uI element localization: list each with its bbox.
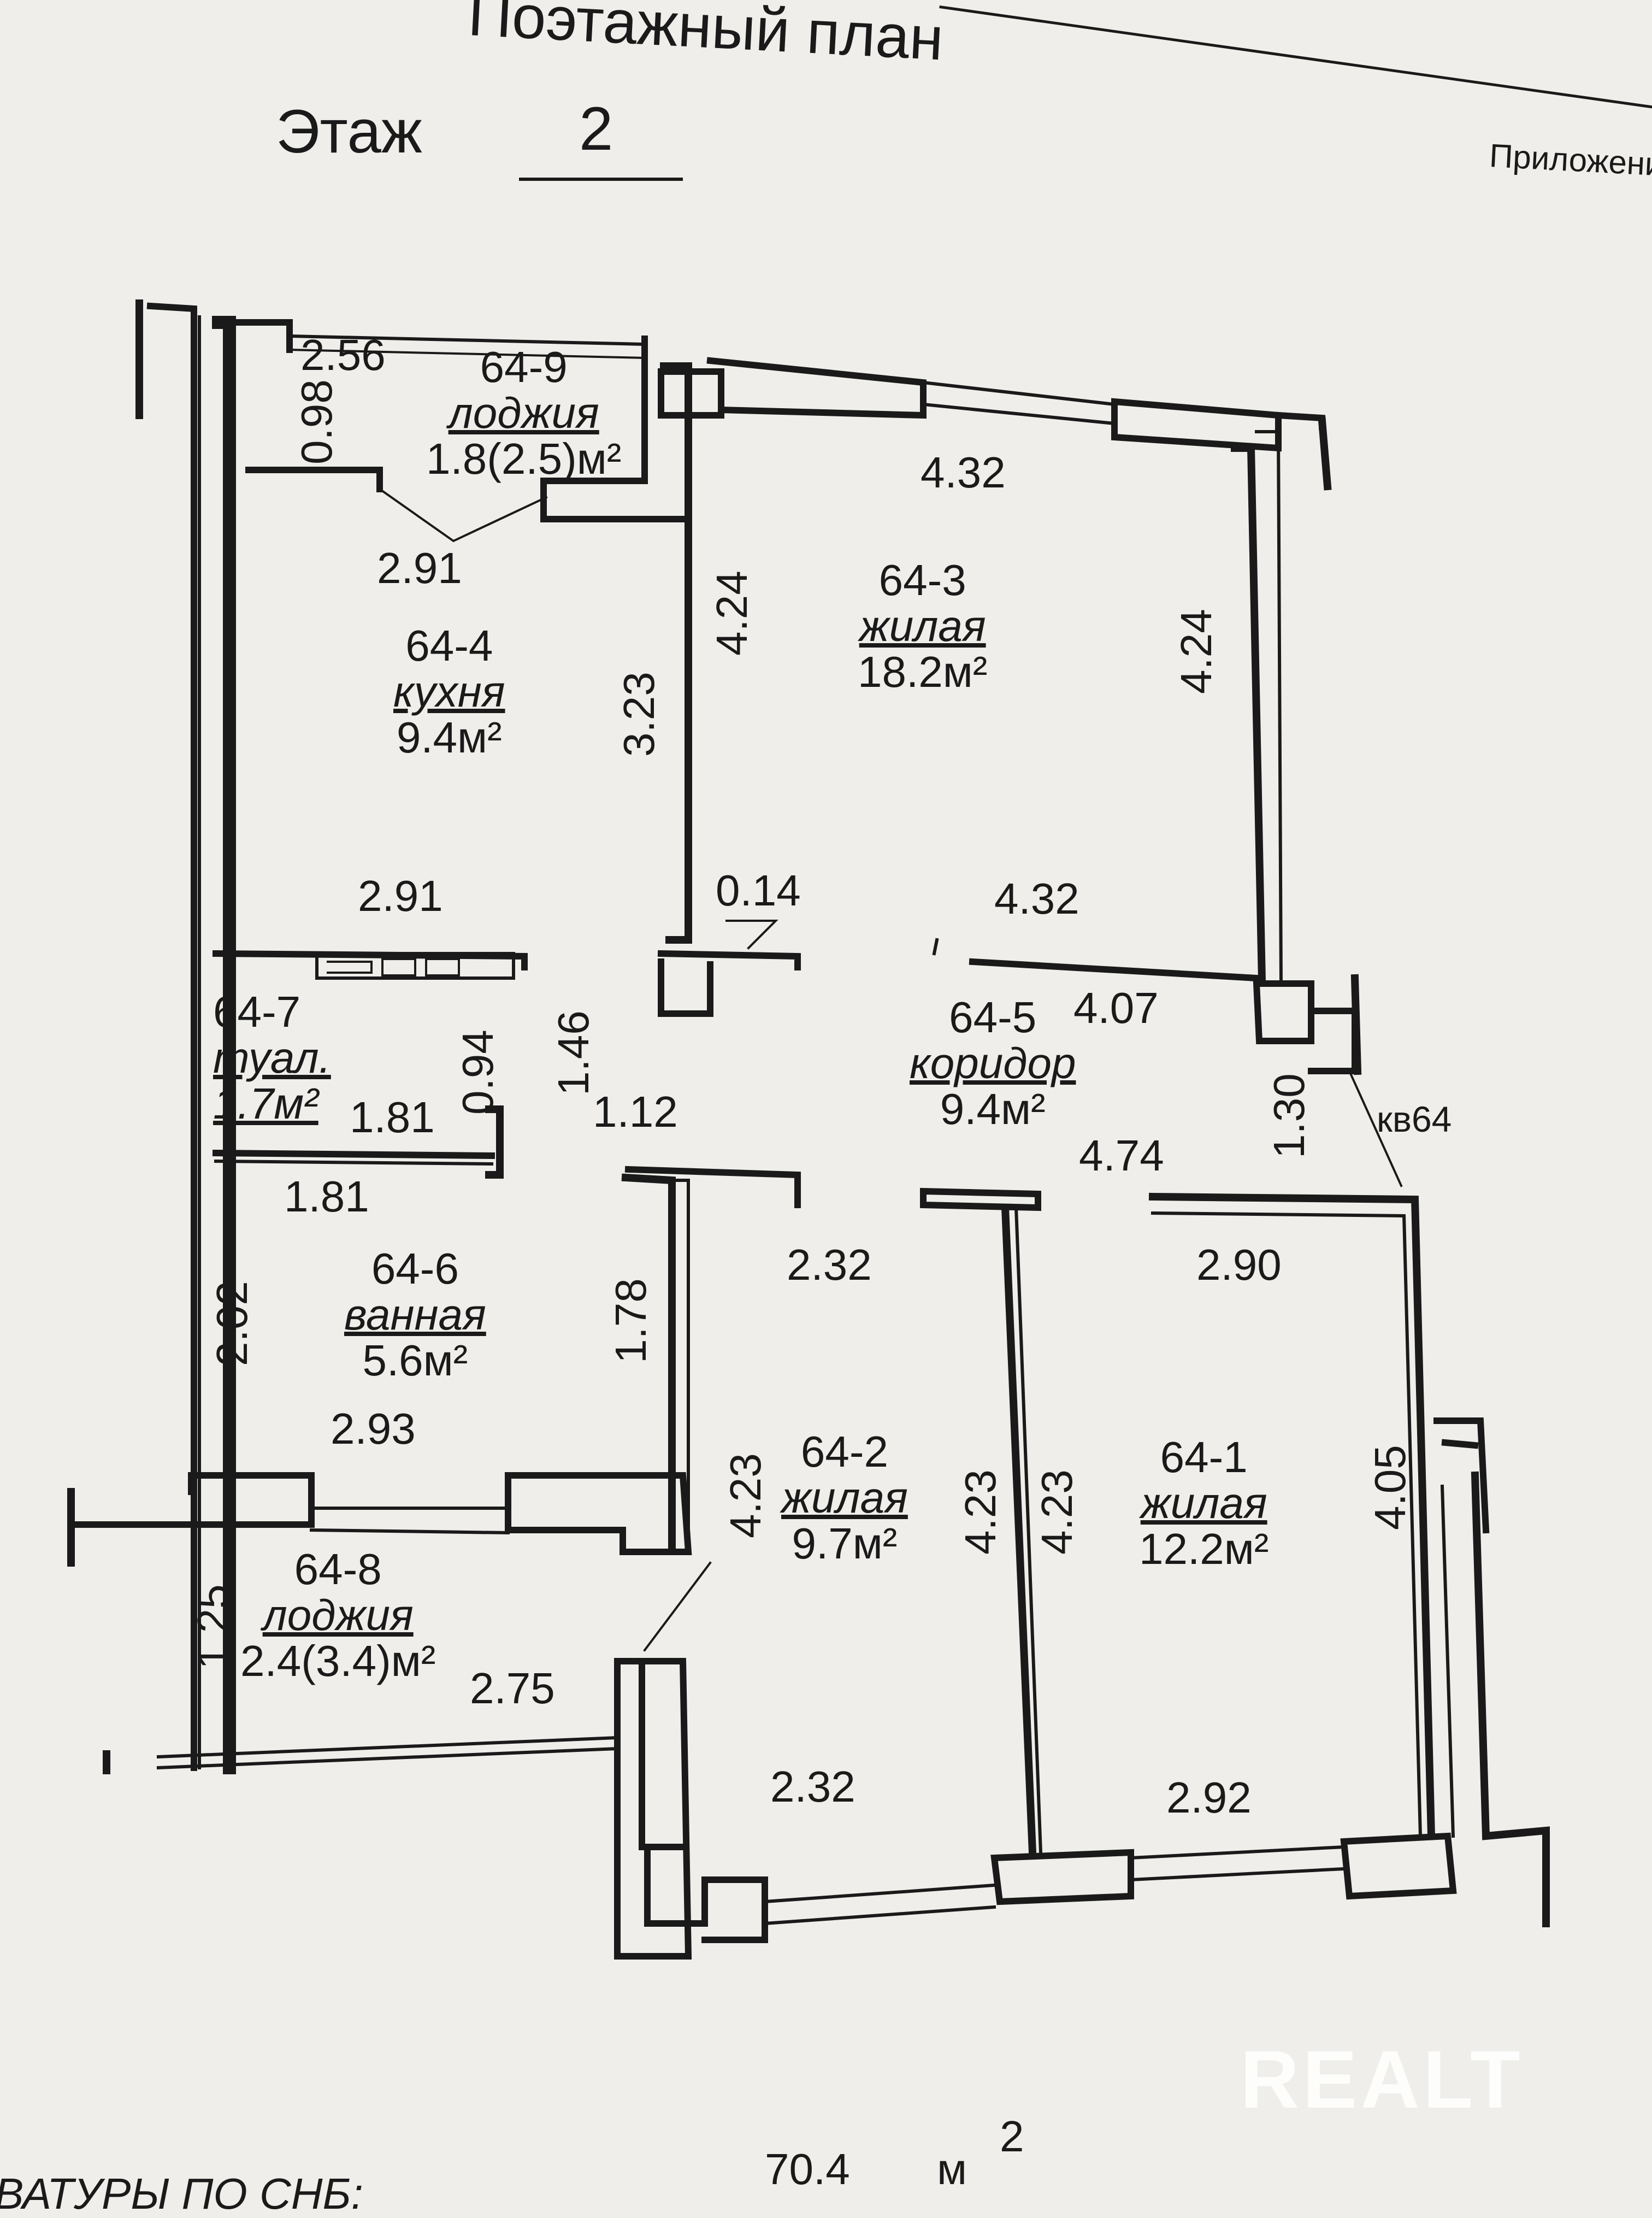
room-area: 1.8(2.5)м² — [426, 434, 622, 483]
dim-2-92: 2.92 — [1166, 1773, 1252, 1822]
dim-1-30: 1.30 — [1265, 1073, 1313, 1158]
dim-2-32-top: 2.32 — [787, 1240, 872, 1289]
total-area-value: 70.4 — [765, 2145, 850, 2193]
dim-4-32-mid: 4.32 — [994, 874, 1079, 923]
realt-watermark: REALT — [1240, 2033, 1524, 2125]
dim-1-81-a: 1.81 — [350, 1093, 435, 1142]
room-name: кухня — [393, 667, 505, 716]
room-name: коридор — [910, 1039, 1076, 1087]
dim-0-94: 0.94 — [453, 1029, 502, 1115]
room-64-3: 64-3 жилая 18.2м² — [858, 557, 987, 695]
room-name: жилая — [781, 1473, 908, 1522]
dim-2-91-mid: 2.91 — [358, 872, 443, 920]
dim-2-75: 2.75 — [470, 1664, 555, 1713]
dim-2-56: 2.56 — [300, 331, 386, 379]
dim-2-91-top: 2.91 — [377, 544, 462, 592]
room-64-1: 64-1 жилая 12.2м² — [1139, 1434, 1268, 1572]
room-area: 9.4м² — [396, 713, 502, 762]
footer-partial-text: ВАТУРЫ ПО СНБ: — [0, 2169, 363, 2218]
room-id: 64-6 — [371, 1244, 459, 1293]
dim-4-23-a: 4.23 — [721, 1453, 770, 1538]
dim-1-81-b: 1.81 — [284, 1172, 369, 1221]
floor-number: 2 — [579, 95, 613, 163]
room-id: 64-3 — [878, 556, 966, 604]
room-area: 9.7м² — [792, 1519, 898, 1568]
floor-underline — [519, 178, 683, 181]
room-id: 64-1 — [1160, 1433, 1248, 1481]
room-area: 1.7м² — [213, 1079, 318, 1128]
dim-1-78: 1.78 — [606, 1278, 655, 1363]
room-name: туал. — [213, 1033, 331, 1082]
dim-1-46: 1.46 — [549, 1010, 598, 1096]
total-area-unit: м — [937, 2145, 967, 2193]
room-name: лоджия — [262, 1591, 414, 1639]
room-area: 18.2м² — [858, 648, 988, 696]
room-area: 5.6м² — [362, 1336, 468, 1385]
room-name: ванная — [344, 1290, 486, 1339]
room-area: 12.2м² — [1139, 1525, 1269, 1573]
dim-4-07: 4.07 — [1073, 984, 1159, 1032]
room-64-5: 64-5 коридор 9.4м² — [910, 995, 1076, 1132]
apartment-label: кв64 — [1377, 1099, 1452, 1139]
dim-4-32-top: 4.32 — [921, 448, 1006, 497]
room-64-6: 64-6 ванная 5.6м² — [344, 1246, 486, 1384]
dim-4-05: 4.05 — [1366, 1445, 1414, 1530]
room-id: 64-8 — [294, 1545, 382, 1593]
room-64-9: 64-9 лоджия 1.8(2.5)м² — [426, 344, 621, 482]
room-64-7: 64-7 туал. 1.7м² — [213, 989, 331, 1127]
dim-2-02: 2.02 — [208, 1281, 256, 1366]
room-id: 64-7 — [213, 987, 301, 1036]
dim-0-98: 0.98 — [292, 379, 341, 464]
room-id: 64-2 — [800, 1427, 888, 1476]
room-id: 64-5 — [949, 993, 1037, 1042]
room-name: жилая — [1140, 1479, 1267, 1527]
total-area-unit-power: 2 — [1000, 2112, 1024, 2161]
dim-4-74: 4.74 — [1079, 1131, 1164, 1180]
dim-4-24-right: 4.24 — [1172, 609, 1220, 694]
room-64-4: 64-4 кухня 9.4м² — [393, 623, 505, 761]
room-area: 9.4м² — [940, 1085, 1046, 1133]
dim-2-93: 2.93 — [331, 1404, 416, 1453]
room-name: жилая — [859, 602, 986, 650]
dim-0-14: 0.14 — [716, 866, 801, 915]
dim-1-25: 1.25 — [188, 1584, 237, 1669]
room-id: 64-9 — [480, 343, 568, 391]
room-area: 2.4(3.4)м² — [240, 1637, 436, 1685]
room-64-2: 64-2 жилая 9.7м² — [781, 1429, 908, 1567]
dim-3-23: 3.23 — [615, 672, 663, 757]
dim-2-90: 2.90 — [1196, 1240, 1282, 1289]
room-id: 64-4 — [405, 621, 493, 670]
dim-2-32-bottom: 2.32 — [770, 1762, 856, 1811]
dim-4-23-b: 4.23 — [956, 1469, 1005, 1555]
dim-4-23-c: 4.23 — [1032, 1469, 1081, 1555]
dim-1-12: 1.12 — [593, 1087, 678, 1136]
room-name: лоджия — [448, 389, 599, 437]
dim-4-24-left: 4.24 — [707, 570, 756, 656]
floor-label: Этаж — [276, 97, 422, 166]
room-64-8: 64-8 лоджия 2.4(3.4)м² — [240, 1546, 435, 1684]
